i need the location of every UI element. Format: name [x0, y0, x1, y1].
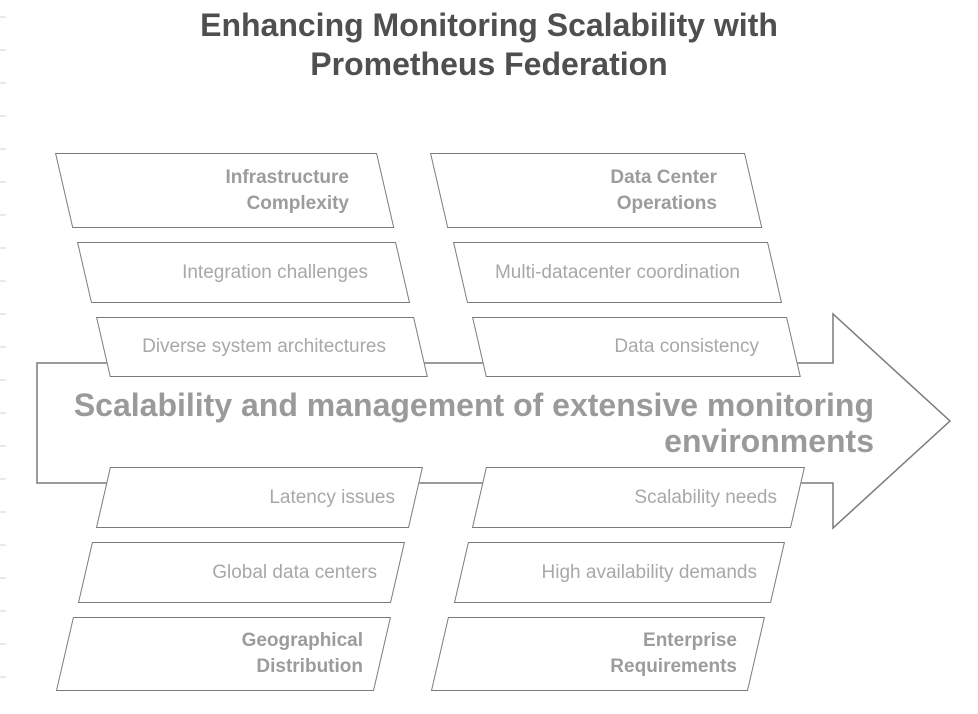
- item-label: Scalability needs: [634, 486, 777, 508]
- header-line1: Infrastructure: [225, 166, 349, 188]
- arrow-label-line1: Scalability and management of extensive …: [73, 387, 874, 423]
- group-header-label: Infrastructure Complexity: [225, 165, 349, 217]
- shape-high-availability-demands: High availability demands: [468, 542, 785, 603]
- left-edge-ruler-ticks: [0, 16, 6, 706]
- page-title-line2: Prometheus Federation: [310, 46, 668, 82]
- item-label: High availability demands: [541, 561, 757, 583]
- page-title: Enhancing Monitoring Scalability with Pr…: [0, 6, 978, 84]
- shape-global-data-centers: Global data centers: [92, 542, 405, 603]
- shape-enterprise-requirements: Enterprise Requirements: [448, 617, 765, 691]
- shape-data-consistency: Data consistency: [472, 317, 787, 377]
- shape-scalability-needs: Scalability needs: [486, 467, 805, 528]
- item-label: Diverse system architectures: [142, 336, 386, 357]
- header-line2: Requirements: [610, 656, 737, 677]
- header-line2: Operations: [616, 192, 717, 214]
- header-line1: Geographical: [241, 630, 363, 651]
- shape-latency-issues: Latency issues: [110, 467, 423, 528]
- group-header-label: Geographical Distribution: [242, 628, 363, 680]
- arrow-label-line2: environments: [664, 423, 874, 459]
- shape-diverse-system-architectures: Diverse system architectures: [96, 317, 414, 377]
- group-header-label: Enterprise Requirements: [610, 628, 737, 680]
- header-line2: Complexity: [246, 192, 349, 214]
- shape-multi-datacenter-coordination: Multi-datacenter coordination: [453, 242, 768, 303]
- shape-data-center-operations: Data Center Operations: [430, 153, 745, 228]
- item-label: Integration challenges: [182, 261, 368, 283]
- item-label: Global data centers: [212, 561, 377, 583]
- item-label: Latency issues: [269, 486, 395, 508]
- shape-infrastructure-complexity: Infrastructure Complexity: [55, 153, 377, 228]
- header-line1: Data Center: [610, 166, 717, 188]
- shape-integration-challenges: Integration challenges: [77, 242, 396, 303]
- header-line2: Distribution: [256, 656, 363, 677]
- arrow-main-label: Scalability and management of extensive …: [74, 387, 874, 459]
- item-label: Multi-datacenter coordination: [494, 261, 740, 283]
- item-label: Data consistency: [614, 336, 759, 357]
- page-title-line1: Enhancing Monitoring Scalability with: [200, 7, 778, 43]
- header-line1: Enterprise: [643, 630, 737, 651]
- group-header-label: Data Center Operations: [610, 165, 717, 217]
- shape-geographical-distribution: Geographical Distribution: [73, 617, 391, 691]
